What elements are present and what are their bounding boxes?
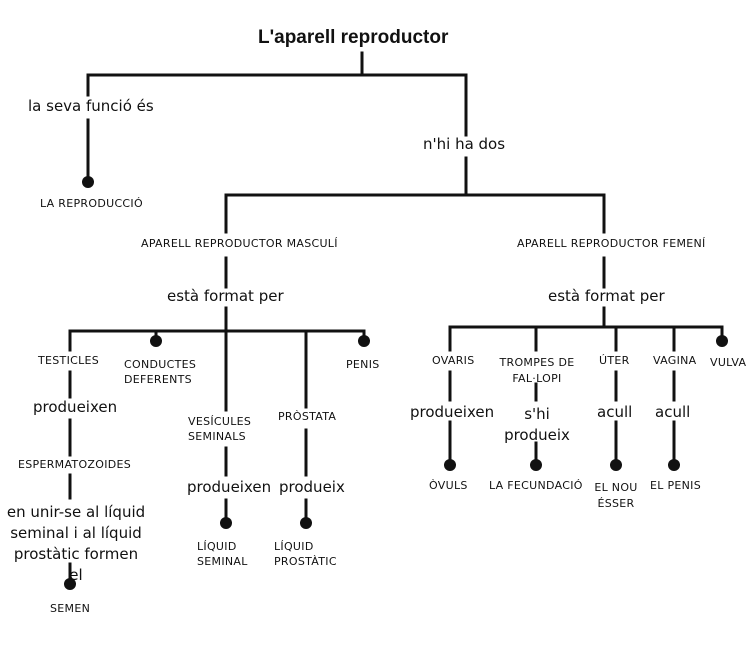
- link-vesicules-produeixen: produeixen: [187, 478, 272, 496]
- node-el-penis: El penis: [650, 479, 702, 492]
- node-ovuls: Òvuls: [429, 479, 468, 492]
- node-espermatozoides: Espermatozoides: [18, 458, 132, 471]
- node-ovaris: Ovaris: [432, 354, 475, 367]
- node-female-system: Aparell reproductor femení: [517, 237, 706, 250]
- node-vulva: Vulva: [710, 356, 747, 369]
- node-vesicules: Vesícules seminals: [188, 415, 252, 443]
- link-function: la seva funció és: [28, 97, 154, 115]
- link-two: n'hi ha dos: [423, 135, 506, 153]
- node-testicles: Testicles: [38, 354, 100, 367]
- node-penis: Penis: [346, 358, 380, 371]
- node-prostata: Pròstata: [278, 410, 337, 423]
- node-liquid-prostatic: Líquid prostàtic: [274, 540, 337, 568]
- node-conductes: Conductes deferents: [124, 358, 197, 386]
- node-uter: Úter: [599, 354, 630, 367]
- link-prostata-produeix: produeix: [279, 478, 345, 496]
- link-vagina-acull: acull: [655, 403, 691, 421]
- link-female-format: està format per: [548, 287, 665, 305]
- link-trompes-produeix: s'hi produeix: [504, 405, 570, 444]
- node-trompes: Trompes de Fal·lopi: [499, 356, 575, 385]
- node-fecundacio: La fecundació: [489, 479, 583, 492]
- link-semen: en unir-se al líquid seminal i al líquid…: [6, 503, 146, 584]
- link-male-format: està format per: [167, 287, 284, 305]
- node-liquid-seminal: Líquid seminal: [197, 540, 248, 568]
- node-nou-esser: El nou ésser: [594, 481, 638, 510]
- link-testicles-produeixen: produeixen: [33, 398, 118, 416]
- node-male-system: Aparell reproductor masculí: [141, 237, 338, 250]
- node-reproduccio: La reproducció: [40, 197, 143, 210]
- link-ovaris-produeixen: produeixen: [410, 403, 495, 421]
- node-semen: Semen: [50, 602, 91, 615]
- link-uter-acull: acull: [597, 403, 633, 421]
- diagram-title: L'aparell reproductor: [258, 27, 449, 48]
- node-vagina: Vagina: [653, 354, 697, 367]
